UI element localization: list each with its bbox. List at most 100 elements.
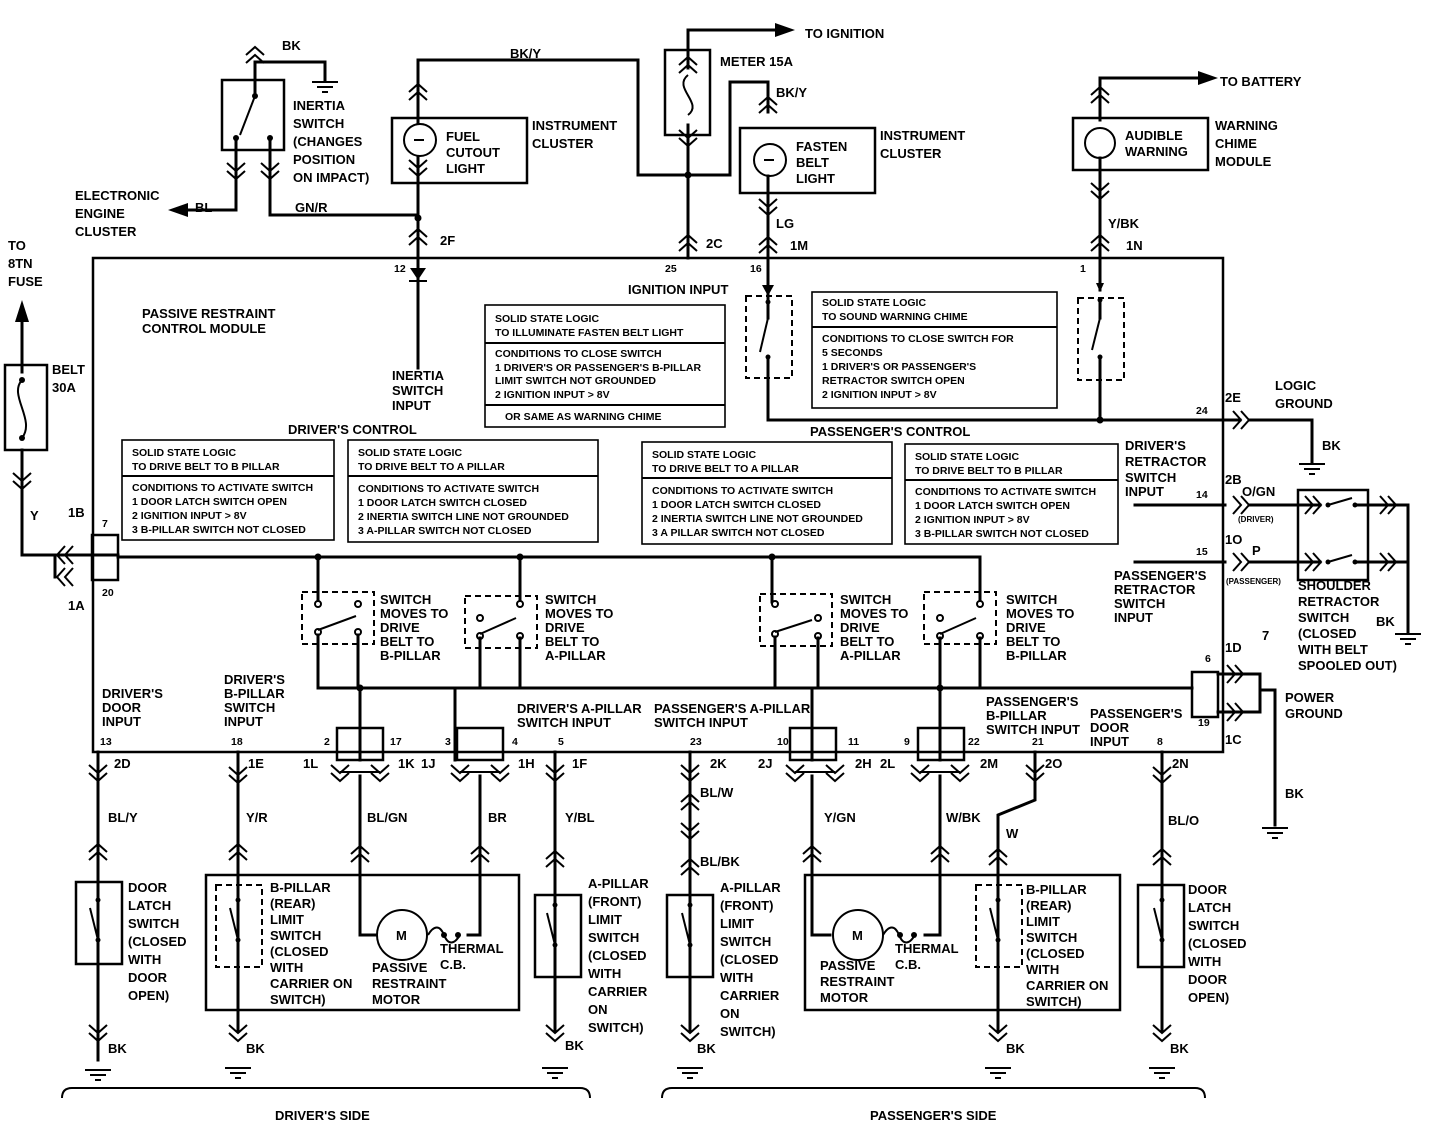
svg-text:(CLOSED: (CLOSED: [270, 944, 329, 959]
driver-bpillar-label: B-PILLAR (REAR) LIMIT SWITCH (CLOSED WIT…: [270, 880, 352, 1007]
svg-text:CONDITIONS TO ACTIVATE SWITCH: CONDITIONS TO ACTIVATE SWITCH: [915, 486, 1096, 498]
logic-box-fasten-belt: SOLID STATE LOGIC TO ILLUMINATE FASTEN B…: [484, 304, 726, 428]
svg-text:PASSENGER'S A-PILLAR: PASSENGER'S A-PILLAR: [654, 701, 811, 716]
svg-text:A-PILLAR: A-PILLAR: [588, 876, 649, 891]
svg-text:RETRACTOR: RETRACTOR: [1125, 454, 1207, 469]
svg-text:RESTRAINT: RESTRAINT: [820, 974, 894, 989]
svg-text:C.B.: C.B.: [440, 957, 466, 972]
svg-text:FUSE: FUSE: [8, 274, 43, 289]
svg-text:PASSIVE RESTRAINT: PASSIVE RESTRAINT: [142, 306, 275, 321]
svg-text:2J: 2J: [758, 756, 772, 771]
svg-text:INPUT: INPUT: [1090, 734, 1129, 749]
svg-text:CLUSTER: CLUSTER: [532, 136, 594, 151]
svg-text:2 IGNITION INPUT > 8V: 2 IGNITION INPUT > 8V: [822, 389, 937, 401]
svg-text:BK: BK: [697, 1041, 716, 1056]
svg-text:AUDIBLE: AUDIBLE: [1125, 128, 1183, 143]
svg-text:PASSENGER'S: PASSENGER'S: [1114, 568, 1207, 583]
passenger-door-latch-switch: [1136, 883, 1186, 969]
svg-text:WITH BELT: WITH BELT: [1298, 642, 1368, 657]
svg-text:SHOULDER: SHOULDER: [1298, 578, 1372, 593]
svg-text:ENGINE: ENGINE: [75, 206, 125, 221]
svg-text:INPUT: INPUT: [102, 714, 141, 729]
svg-text:DOOR: DOOR: [1188, 972, 1228, 987]
passenger-tag: (PASSENGER): [1226, 577, 1281, 586]
passengers-apillar-input-label: PASSENGER'S A-PILLAR SWITCH INPUT: [654, 701, 811, 730]
passenger-door-latch-label: DOOR LATCH SWITCH (CLOSED WITH DOOR OPEN…: [1188, 882, 1247, 1005]
svg-text:BL/BK: BL/BK: [700, 854, 740, 869]
svg-text:4: 4: [512, 736, 518, 748]
svg-text:RETRACTOR: RETRACTOR: [1298, 594, 1380, 609]
passengers-side-label: PASSENGER'S SIDE: [870, 1108, 997, 1122]
svg-text:CHIME: CHIME: [1215, 136, 1257, 151]
svg-text:(FRONT): (FRONT): [588, 894, 641, 909]
svg-text:2L: 2L: [880, 756, 895, 771]
label-2e: 2E: [1225, 390, 1241, 405]
audible-warning-label: AUDIBLE WARNING: [1125, 128, 1188, 159]
svg-text:GROUND: GROUND: [1285, 706, 1343, 721]
svg-text:RETRACTOR: RETRACTOR: [1114, 582, 1196, 597]
svg-text:(CLOSED: (CLOSED: [1026, 946, 1085, 961]
driver-apillar-switch: [533, 893, 583, 979]
svg-text:PASSENGER'S: PASSENGER'S: [986, 694, 1079, 709]
power-ground-label: POWER GROUND: [1285, 690, 1343, 721]
svg-text:TO: TO: [8, 238, 26, 253]
svg-text:LIMIT: LIMIT: [720, 916, 754, 931]
svg-text:B-PILLAR: B-PILLAR: [1026, 882, 1087, 897]
svg-text:3 B-PILLAR SWITCH NOT CLOSED: 3 B-PILLAR SWITCH NOT CLOSED: [915, 528, 1089, 540]
svg-text:MOVES TO: MOVES TO: [840, 606, 908, 621]
svg-text:INPUT: INPUT: [1125, 484, 1164, 499]
svg-text:TO DRIVE BELT TO B PILLAR: TO DRIVE BELT TO B PILLAR: [915, 465, 1063, 477]
svg-text:SWITCH): SWITCH): [720, 1024, 776, 1039]
svg-text:POWER: POWER: [1285, 690, 1335, 705]
svg-text:FASTEN: FASTEN: [796, 139, 847, 154]
svg-text:SWITCH: SWITCH: [588, 930, 639, 945]
svg-text:SWITCH: SWITCH: [128, 916, 179, 931]
svg-text:(CLOSED: (CLOSED: [1298, 626, 1357, 641]
lower-connector-labels: 2D 1E 1L 1K 1J 1H 1F 2K 2J 2H 2L 2M 2O 2…: [114, 756, 1189, 771]
lower-wire-color-labels: BL/Y Y/R BL/GN BR Y/BL BL/W BL/BK Y/GN W…: [108, 785, 1199, 869]
svg-text:A-PILLAR: A-PILLAR: [840, 648, 901, 663]
fuel-cutout-light: [390, 58, 687, 260]
label-to-battery: TO BATTERY: [1220, 74, 1302, 89]
svg-text:1 DRIVER'S OR PASSENGER'S: 1 DRIVER'S OR PASSENGER'S: [822, 361, 976, 373]
svg-text:DOOR: DOOR: [128, 970, 168, 985]
svg-text:1K: 1K: [398, 756, 415, 771]
svg-text:3 B-PILLAR SWITCH NOT CLOSED: 3 B-PILLAR SWITCH NOT CLOSED: [132, 524, 306, 536]
svg-text:SWITCH: SWITCH: [840, 592, 891, 607]
to-8tn-fuse-label: TO 8TN FUSE: [8, 238, 43, 289]
svg-text:SWITCH: SWITCH: [720, 934, 771, 949]
svg-text:SWITCH: SWITCH: [1026, 930, 1077, 945]
svg-text:10: 10: [777, 736, 789, 748]
pin-15: 15: [1196, 546, 1208, 558]
drivers-side-label: DRIVER'S SIDE: [275, 1108, 370, 1122]
label-to-ignition: TO IGNITION: [805, 26, 884, 41]
label-2c: 2C: [706, 236, 723, 251]
svg-text:1 DOOR LATCH SWITCH CLOSED: 1 DOOR LATCH SWITCH CLOSED: [358, 497, 527, 509]
svg-text:SWITCH): SWITCH): [270, 992, 326, 1007]
svg-text:2M: 2M: [980, 756, 998, 771]
svg-text:BK: BK: [1006, 1041, 1025, 1056]
svg-text:SWITCH: SWITCH: [224, 700, 275, 715]
svg-text:2 IGNITION INPUT > 8V: 2 IGNITION INPUT > 8V: [132, 510, 247, 522]
svg-text:CONTROL MODULE: CONTROL MODULE: [142, 321, 266, 336]
svg-text:PASSENGER'S: PASSENGER'S: [1090, 706, 1183, 721]
fuel-cutout-label: FUEL CUTOUT LIGHT: [446, 129, 500, 176]
passengers-bpillar-input-label: PASSENGER'S B-PILLAR SWITCH INPUT: [986, 694, 1080, 737]
svg-text:BELT: BELT: [796, 155, 829, 170]
svg-text:INPUT: INPUT: [1114, 610, 1153, 625]
svg-text:2 INERTIA SWITCH LINE NOT GRO: 2 INERTIA SWITCH LINE NOT GROUNDED: [358, 511, 569, 523]
svg-text:(CLOSED: (CLOSED: [128, 934, 187, 949]
label-lg: LG: [776, 216, 794, 231]
svg-text:BK: BK: [565, 1038, 584, 1053]
meter-fuse: [663, 23, 795, 260]
drivers-apillar-input-label: DRIVER'S A-PILLAR SWITCH INPUT: [517, 701, 642, 730]
svg-text:2 INERTIA SWITCH LINE NOT GRO: 2 INERTIA SWITCH LINE NOT GROUNDED: [652, 513, 863, 525]
svg-text:2: 2: [324, 736, 330, 748]
svg-text:TO ILLUMINATE FASTEN BELT LIGH: TO ILLUMINATE FASTEN BELT LIGHT: [495, 327, 684, 339]
svg-text:BELT TO: BELT TO: [380, 634, 434, 649]
label-meter: METER 15A: [720, 54, 794, 69]
svg-text:SOLID STATE LOGIC: SOLID STATE LOGIC: [915, 451, 1019, 463]
svg-text:BELT TO: BELT TO: [840, 634, 894, 649]
svg-text:WITH: WITH: [270, 960, 303, 975]
svg-text:(REAR): (REAR): [1026, 898, 1072, 913]
